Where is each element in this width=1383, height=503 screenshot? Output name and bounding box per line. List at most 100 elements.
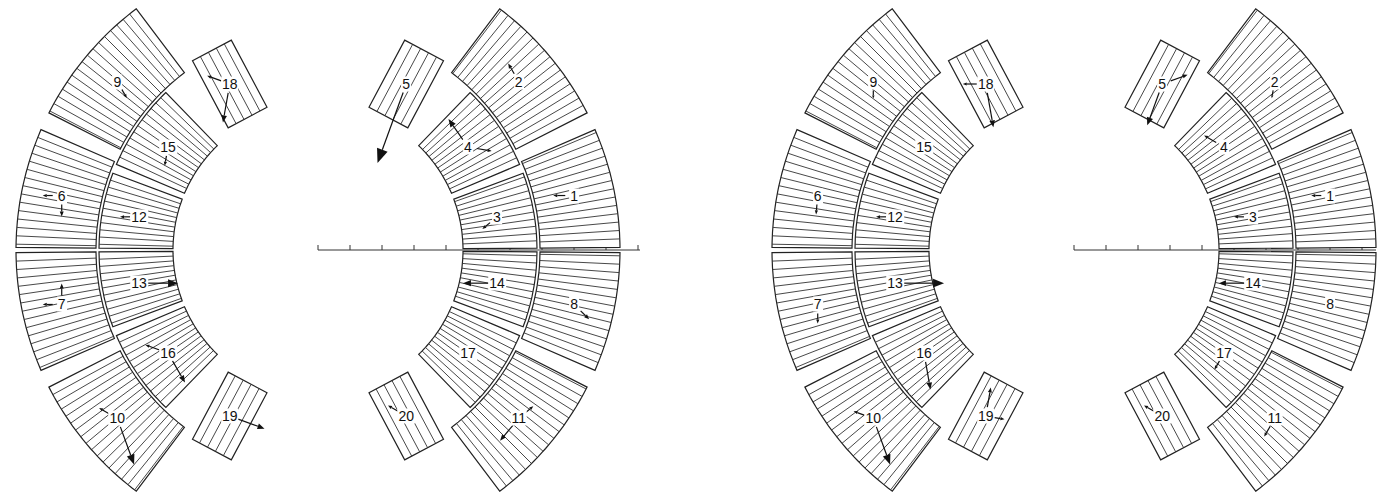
winding-line — [445, 320, 510, 356]
scale-tick — [1074, 245, 1075, 250]
segment-border — [949, 40, 1024, 128]
winding-line — [1157, 57, 1193, 124]
force-arrow-shaft — [61, 205, 62, 212]
block-number: 1 — [1325, 188, 1335, 203]
winding-line — [791, 145, 866, 173]
winding-line — [435, 336, 494, 380]
winding-line — [526, 327, 601, 355]
winding-line — [1296, 231, 1376, 236]
scale-tick — [318, 245, 319, 250]
winding-line — [1219, 254, 1293, 256]
small-coil-block: 20 — [367, 371, 445, 461]
winding-line — [458, 15, 508, 77]
winding-line — [790, 325, 865, 352]
winding-line — [817, 367, 885, 409]
winding-line — [856, 261, 930, 267]
block-number: 20 — [397, 408, 415, 423]
force-arrow-head — [500, 434, 506, 440]
winding-line — [775, 211, 854, 221]
winding-line — [1296, 239, 1376, 242]
winding-line — [1148, 381, 1184, 448]
force-arrow-shaft — [1171, 76, 1183, 80]
block-number: 4 — [463, 139, 473, 154]
force-arrow-shaft — [1315, 195, 1321, 196]
winding-line — [1284, 321, 1360, 347]
scale-tick — [1202, 245, 1203, 250]
force-arrow-shaft — [47, 304, 53, 305]
scale-tick — [350, 245, 351, 250]
winding-line — [964, 52, 1000, 119]
winding-line — [449, 312, 516, 343]
force-arrow-head — [257, 424, 265, 429]
winding-line — [535, 189, 613, 205]
winding-line — [35, 145, 110, 173]
force-arrow-shaft — [392, 407, 399, 411]
block-number: 9 — [868, 74, 878, 89]
winding-line — [818, 89, 886, 132]
winding-line — [1269, 105, 1339, 143]
force-arrow-head — [123, 94, 126, 98]
winding-line — [875, 311, 942, 342]
winding-line — [54, 104, 124, 143]
force-arrow-shaft — [149, 346, 159, 350]
force-arrow-shaft — [987, 392, 990, 407]
winding-line — [540, 254, 620, 256]
force-arrow-shaft — [857, 413, 865, 416]
winding-line — [107, 289, 178, 309]
winding-line — [463, 234, 537, 240]
force-arrow-head — [553, 194, 557, 197]
winding-line — [537, 285, 616, 298]
small-coil-block: 19 — [191, 371, 269, 461]
coil-segment: 11 — [1206, 349, 1345, 493]
force-arrow-shaft — [148, 283, 168, 284]
block-number: 8 — [569, 297, 579, 312]
winding-line — [32, 153, 108, 179]
winding-line — [898, 120, 957, 164]
winding-line — [1291, 297, 1369, 314]
winding-line — [62, 89, 130, 132]
block-number: 2 — [514, 74, 524, 89]
winding-line — [384, 385, 420, 452]
force-arrow-shaft — [61, 288, 62, 295]
winding-line — [506, 368, 574, 411]
winding-line — [71, 377, 137, 423]
winding-line — [813, 362, 882, 402]
winding-line — [894, 126, 955, 168]
winding-line — [1251, 384, 1315, 432]
winding-line — [1209, 10, 1258, 74]
winding-line — [1294, 279, 1373, 289]
winding-line — [540, 261, 620, 265]
force-arrow-head — [816, 319, 819, 323]
winding-line — [1291, 189, 1369, 205]
winding-line — [1266, 98, 1335, 138]
coil-segment: 8 — [520, 250, 621, 372]
winding-line — [377, 44, 413, 111]
winding-line — [119, 311, 186, 342]
force-arrow-head — [584, 314, 589, 319]
scale-tick — [638, 245, 639, 250]
winding-line — [135, 426, 184, 490]
winding-line — [1219, 234, 1293, 240]
force-arrow-shaft — [1266, 426, 1270, 433]
winding-line — [856, 230, 930, 237]
winding-line — [57, 362, 126, 402]
winding-line — [123, 151, 189, 185]
winding-line — [462, 263, 536, 270]
winding-line — [17, 227, 97, 233]
force-arrow-head — [1234, 215, 1238, 218]
winding-line — [99, 237, 173, 241]
winding-line — [884, 423, 934, 485]
winding-line — [401, 57, 437, 124]
winding-line — [1191, 336, 1250, 380]
force-arrow-head — [883, 454, 891, 465]
winding-line — [1295, 267, 1375, 273]
force-arrow-head — [529, 406, 533, 410]
block-number: 10 — [108, 411, 126, 426]
winding-line — [778, 295, 856, 311]
winding-line — [18, 219, 98, 227]
winding-line — [515, 352, 586, 389]
scale-tick — [1106, 245, 1107, 250]
winding-line — [110, 180, 180, 204]
block-number: 5 — [1157, 77, 1167, 92]
winding-line — [1263, 91, 1331, 133]
